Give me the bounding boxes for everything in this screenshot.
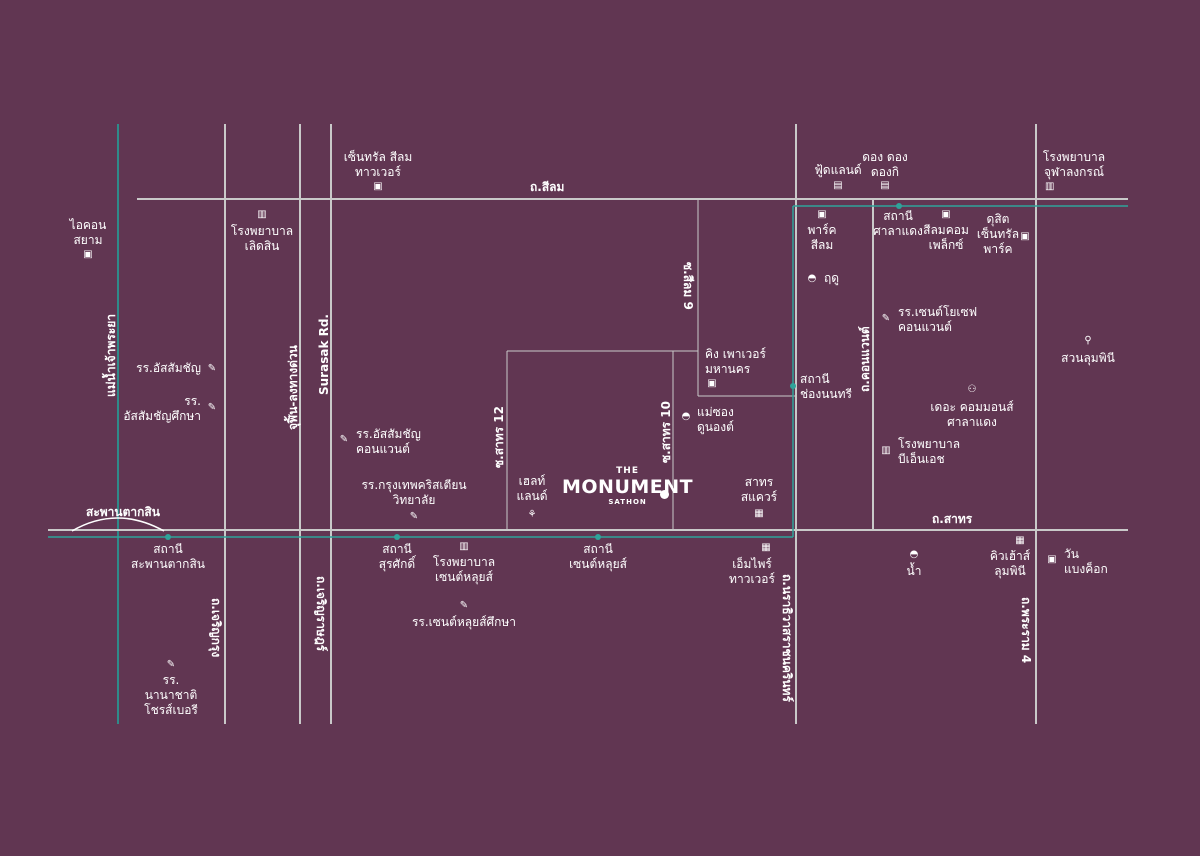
poi-assumption-suksa: รร. อัสสัมชัญศึกษา	[123, 394, 201, 423]
road-label-charoen-krung: ถ.เจริญกรุง	[209, 598, 223, 658]
project-location-dot	[660, 490, 669, 499]
school-icon: ✎	[459, 600, 469, 611]
project-logo-sub: SATHON	[608, 498, 647, 506]
hospital-icon: ▥	[1045, 181, 1055, 192]
poi-st-louis-station: สถานี เซนต์หลุยส์	[569, 542, 627, 571]
park-icon: ⚲	[1084, 335, 1092, 346]
road-label-chun-tong: จุฬิ้น-ลงทางด่วน	[286, 345, 300, 430]
poi-international: รร. นานาชาติ โชรส์เบอรี	[144, 673, 198, 717]
school-icon: ✎	[207, 363, 217, 374]
station-dot-st-louis	[595, 534, 601, 540]
hospital-icon: ▥	[881, 445, 891, 456]
poi-tudu: ฤดู	[824, 271, 840, 285]
poi-q-house: คิวเฮ้าส์ ลุมพินี	[989, 549, 1031, 578]
road-label-river: แม่น้ำเจ้าพระยา	[104, 313, 118, 397]
road-label-soi-sathorn-12: ซ.สาทร 12	[492, 406, 506, 468]
food-icon: ◓	[909, 549, 919, 560]
mall-icon: ▣	[1047, 554, 1057, 565]
school-icon: ✎	[339, 434, 349, 445]
station-dot-surasak	[394, 534, 400, 540]
poi-st-louis-school: รร.เซนต์หลุยส์ศึกษา	[411, 615, 517, 629]
poi-one-bangkok: วัน แบงค็อก	[1064, 547, 1108, 576]
school-icon: ✎	[207, 402, 217, 413]
school-icon: ✎	[881, 313, 891, 324]
bts-stations	[165, 203, 902, 540]
station-dot-chong-nonsi	[790, 383, 796, 389]
station-dot-sala-daeng	[896, 203, 902, 209]
road-label-bridge: สะพานตากสิน	[86, 505, 160, 519]
road-label-surasak: Surasak Rd.	[317, 314, 331, 395]
hospital-icon: ▥	[459, 541, 469, 552]
poi-king-power: คิง เพาเวอร์ มหานคร	[705, 347, 766, 376]
poi-bnh: โรงพยาบาล บีเอ็นเอช	[898, 437, 961, 466]
poi-silom-complex: สีลมคอม เพล็กซ์	[923, 223, 969, 252]
poi-lumpini: สวนลุมพินี	[1061, 351, 1115, 365]
road-label-narathiwat: ถ.นราธิวาสราชนครินทร์	[780, 574, 794, 702]
poi-sala-daeng: สถานี ศาลาแดง	[873, 209, 923, 238]
building-icon: ▦	[754, 508, 764, 519]
building-icon: ▦	[761, 542, 771, 553]
community-icon: ⚇	[967, 384, 977, 395]
project-logo: THE MONUMENT SATHON	[562, 466, 693, 507]
mall-icon: ▣	[83, 249, 93, 260]
poi-surasak-station: สถานี สุรศักดิ์	[378, 542, 416, 571]
building-icon: ▦	[1015, 535, 1025, 546]
hospital-icon: ▥	[257, 209, 267, 220]
school-icon: ✎	[409, 511, 419, 522]
road-label-sathorn: ถ.สาทร	[932, 512, 973, 526]
food-icon: ◓	[681, 411, 691, 422]
poi-dongdong: ดอง ดอง ดองกิ	[862, 150, 908, 179]
road-label-rama4: ถ.พระราม 4	[1019, 597, 1033, 664]
poi-bangkok-christian: รร.กรุงเทพคริสเตียน วิทยาลัย	[361, 478, 467, 507]
bts-line	[48, 205, 1128, 538]
poi-sathorn-square: สาทร สแควร์	[740, 475, 778, 504]
poi-assumption: รร.อัสสัมชัญ	[136, 361, 201, 375]
school-icon: ✎	[166, 659, 176, 670]
mall-icon: ▣	[373, 181, 383, 192]
mall-icon: ▣	[707, 378, 717, 389]
station-dot-saphan-taksin	[165, 534, 171, 540]
poi-foodland: ฟู้ดแลนด์	[814, 163, 862, 177]
spa-icon: ⚘	[527, 509, 537, 520]
poi-chula: โรงพยาบาล จุฬาลงกรณ์	[1042, 150, 1106, 179]
basket-icon: ▤	[880, 180, 890, 191]
poi-dusit: ดุสิต เซ็นทรัล พาร์ค	[976, 212, 1020, 256]
mall-icon: ▣	[1020, 231, 1030, 242]
road-label-silom: ถ.สีลม	[530, 180, 565, 194]
project-logo-the: THE	[616, 466, 639, 476]
poi-saphan-taksin: สถานี สะพานตากสิน	[131, 542, 205, 571]
poi-mae-song: แม่ซอง ดูนองต์	[697, 405, 734, 434]
poi-chong-nonsi: สถานี ช่องนนทรี	[800, 372, 852, 401]
poi-st-louis-hospital: โรงพยาบาล เซนต์หลุยส์	[432, 555, 496, 584]
mall-icon: ▣	[941, 209, 951, 220]
food-icon: ◓	[807, 273, 817, 284]
poi-central-silom: เซ็นทรัล สีลม ทาวเวอร์	[343, 150, 413, 179]
poi-health-land: เฮลท์ แลนด์	[516, 474, 548, 503]
poi-iconsiam: ไอคอน สยาม	[69, 218, 107, 247]
poi-assumption-convent: รร.อัสสัมชัญ คอนแวนต์	[356, 427, 421, 456]
project-logo-name: MONUMENT	[562, 476, 694, 498]
road-label-convent: ถ.คอนแวนต์	[858, 326, 872, 392]
poi-the-commons: เดอะ คอมมอนส์ ศาลาแดง	[930, 400, 1014, 429]
road-label-charoen-rat: ถ.เจริญราษฎร์	[314, 576, 328, 652]
poi-nam: น้ำ	[906, 564, 922, 578]
road-label-soi-silom-9: ซ.สีลม 9	[681, 262, 695, 310]
poi-empire: เอ็มไพร์ ทาวเวอร์	[729, 557, 775, 586]
road-label-soi-sathorn-10: ซ.สาทร 10	[659, 401, 673, 463]
basket-icon: ▤	[833, 180, 843, 191]
poi-st-joseph: รร.เซนต์โยเซฟ คอนแวนต์	[898, 305, 978, 334]
mall-icon: ▣	[817, 209, 827, 220]
road-network	[48, 124, 1128, 724]
bridge-arc	[71, 517, 165, 532]
poi-lerdsin: โรงพยาบาล เลิดสิน	[230, 224, 294, 253]
poi-park-silom: พาร์ค สีลม	[807, 223, 837, 252]
